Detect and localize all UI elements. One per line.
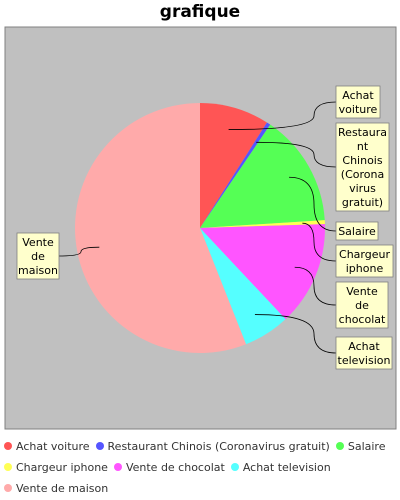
chart-legend: Achat voiture Restaurant Chinois (Coronav… xyxy=(4,436,396,499)
legend-label: Vente de chocolat xyxy=(125,461,225,474)
callout-label: gratuit) xyxy=(342,196,383,209)
callout-label: chocolat xyxy=(339,313,386,326)
pie-slice xyxy=(75,103,247,353)
pie-slice xyxy=(200,103,267,228)
callout-box xyxy=(335,281,389,329)
callout-label: Salaire xyxy=(338,225,376,238)
legend-label: Achat voiture xyxy=(16,440,90,453)
legend-item: Vente de maison xyxy=(4,478,108,499)
callout-box xyxy=(335,336,393,370)
callout-label: voiture xyxy=(339,103,378,116)
callout-label: Chinois xyxy=(342,154,382,167)
pie-slice xyxy=(200,220,325,228)
legend-label: Restaurant Chinois (Coronavirus gratuit) xyxy=(107,440,330,453)
pie-slice xyxy=(200,224,326,320)
slice-callouts: AchatvoitureRestaurantChinois(Coronaviru… xyxy=(16,85,394,370)
callout-label: maison xyxy=(18,264,58,277)
pie-slice xyxy=(200,122,271,228)
legend-item: Salaire xyxy=(335,436,386,457)
leader-line xyxy=(58,246,100,257)
legend-item: Achat voiture xyxy=(4,436,90,457)
callout-label: Restaura xyxy=(338,126,387,139)
legend-swatch xyxy=(335,442,344,450)
legend-swatch xyxy=(4,442,12,450)
callout-label: Vente xyxy=(346,285,378,298)
leader-line xyxy=(228,101,337,130)
legend-item: Vente de chocolat xyxy=(113,457,225,478)
callout-label: de xyxy=(31,250,45,263)
legend-label: Salaire xyxy=(347,440,386,453)
leader-line xyxy=(294,266,337,306)
callout-label: television xyxy=(338,354,391,367)
callout-box xyxy=(335,221,379,241)
leader-line xyxy=(256,141,337,168)
leader-line xyxy=(254,314,337,354)
leader-line xyxy=(302,222,337,262)
chart-title: grafique xyxy=(159,2,241,22)
legend-label: Vente de maison xyxy=(16,482,109,495)
legend-label: Achat television xyxy=(242,461,331,474)
legend-swatch xyxy=(230,463,239,471)
pie-chart: AchatvoitureRestaurantChinois(Coronaviru… xyxy=(4,26,397,430)
callout-label: de xyxy=(355,299,369,312)
legend-item: Achat television xyxy=(230,457,331,478)
callout-label: Achat xyxy=(342,89,374,102)
legend-swatch xyxy=(95,442,104,450)
legend-swatch xyxy=(113,463,122,471)
callout-box xyxy=(335,122,390,212)
callout-label: virus xyxy=(349,182,376,195)
legend-swatch xyxy=(4,463,12,471)
pie-slices xyxy=(75,103,326,353)
callout-label: (Corona xyxy=(341,168,384,181)
pie-slice xyxy=(200,124,325,228)
callout-label: Vente xyxy=(22,236,54,249)
callout-label: Achat xyxy=(348,340,380,353)
legend-label: Chargeur iphone xyxy=(16,461,108,474)
callout-box xyxy=(16,232,60,280)
leader-line xyxy=(289,176,337,232)
leader-lines xyxy=(58,101,337,354)
legend-item: Chargeur iphone xyxy=(4,457,108,478)
callout-label: iphone xyxy=(346,262,384,275)
callout-label: nt xyxy=(357,140,369,153)
callout-box xyxy=(335,244,394,278)
callout-label: Chargeur xyxy=(339,248,390,261)
legend-item: Restaurant Chinois (Coronavirus gratuit) xyxy=(95,436,330,457)
legend-swatch xyxy=(4,484,12,492)
callout-box xyxy=(335,85,381,119)
pie-slice xyxy=(200,228,286,345)
